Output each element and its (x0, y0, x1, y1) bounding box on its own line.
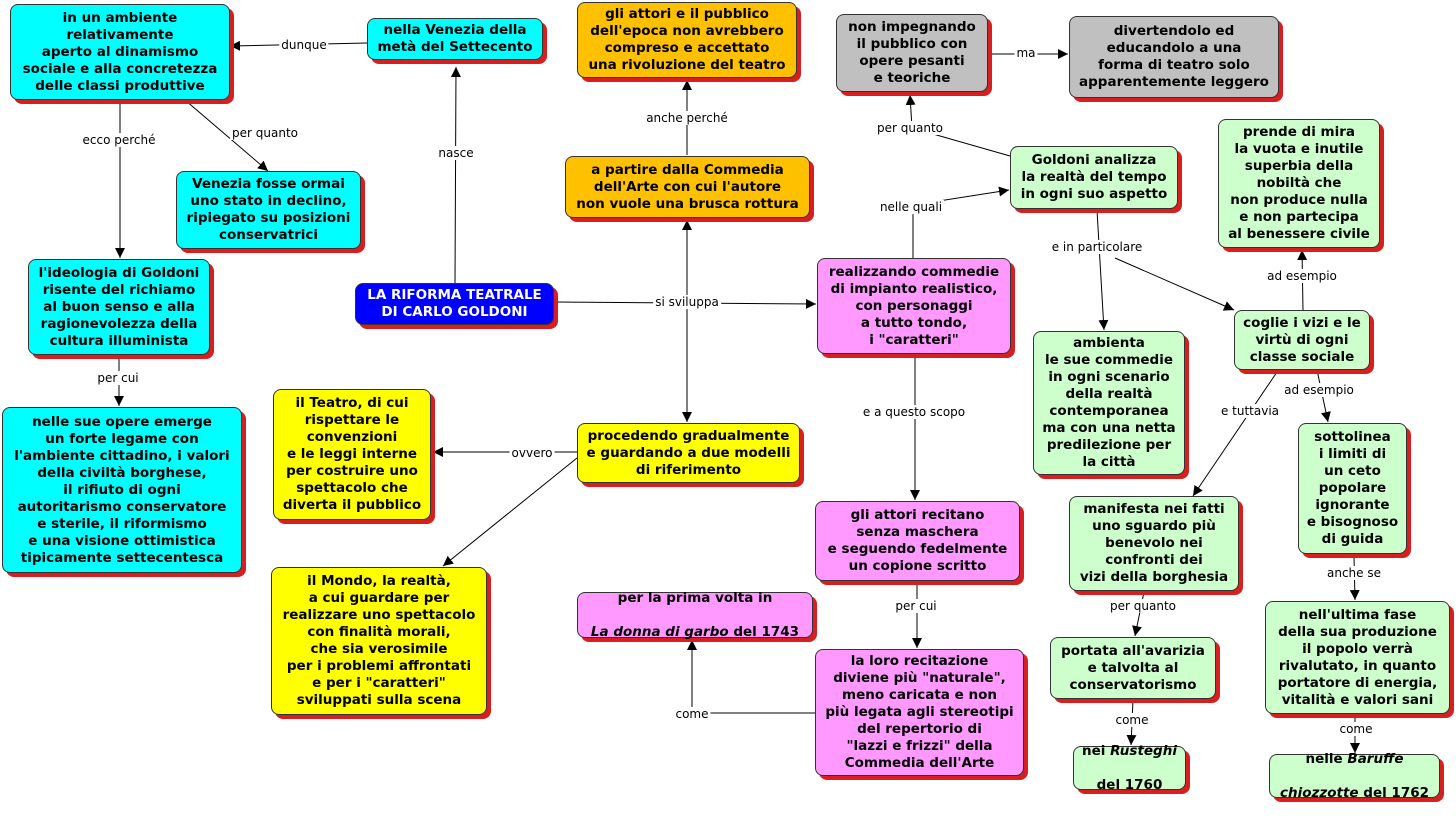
baruffe-title: Baruffe (1347, 750, 1404, 767)
label-nasce: nasce (436, 146, 476, 160)
baruffe-prefix: nelle (1305, 750, 1348, 767)
label-per-cui-1: per cui (95, 371, 141, 385)
node-sottolinea: sottolinea i limiti di un ceto popolare … (1298, 423, 1407, 554)
label-anche-se: anche se (1325, 566, 1383, 580)
donna-garbo-year: del 1743 (728, 623, 800, 640)
label-si-sviluppa: si sviluppa (653, 295, 721, 309)
edge-ovvero-b (442, 457, 578, 567)
donna-garbo-line1: per la prima volta in (617, 589, 773, 606)
label-e-a-questo-scopo: e a questo scopo (860, 405, 968, 419)
node-rusteghi: nei Rusteghi del 1760 (1073, 742, 1186, 793)
node-prende-mira: prende di mira la vuota e inutile superb… (1218, 119, 1380, 248)
node-teatro: il Teatro, di cui rispettare le convenzi… (273, 389, 431, 520)
donna-garbo-title: La donna di garbo (590, 623, 729, 640)
node-ideologia: l'ideologia di Goldoni risente del richi… (28, 259, 210, 355)
edge-per-quanto-1 (184, 99, 269, 172)
label-ma: ma (1014, 46, 1038, 60)
label-nelle-quali: nelle quali (877, 200, 945, 214)
rusteghi-prefix: nei (1082, 742, 1111, 759)
node-nelle-opere: nelle sue opere emerge un forte legame c… (2, 407, 242, 573)
label-come-3: come (1337, 722, 1375, 736)
node-divertendolo: divertendolo ed educandolo a una forma d… (1069, 16, 1279, 98)
rusteghi-year: del 1760 (1096, 776, 1163, 793)
node-attori-pubblico: gli attori e il pubblico dell'epoca non … (577, 2, 797, 78)
node-procedendo: procedendo gradualmente e guardando a du… (577, 423, 800, 483)
node-baruffe: nelle Baruffe chiozzotte del 1762 (1269, 750, 1440, 801)
node-ambienta: ambienta le sue commedie in ogni scenari… (1033, 331, 1185, 475)
node-realizzando: realizzando commedie di impianto realist… (817, 258, 1011, 354)
label-dunque: dunque (279, 38, 329, 52)
label-anche-perche: anche perché (644, 111, 730, 125)
node-attori-recitano: gli attori recitano senza maschera e seg… (815, 501, 1020, 581)
node-ambiente: in un ambiente relativamente aperto al d… (10, 4, 230, 100)
node-riforma-central: LA RIFORMA TEATRALE DI CARLO GOLDONI (355, 283, 554, 325)
node-donna-garbo: per la prima volta in La donna di garbo … (577, 589, 813, 640)
baruffe-year: del 1762 (1358, 784, 1429, 801)
node-ultima-fase: nell'ultima fase della sua produzione il… (1265, 601, 1450, 714)
label-ad-esempio-1: ad esempio (1265, 269, 1339, 283)
label-per-quanto-3: per quanto (1108, 599, 1178, 613)
node-venezia-meta: nella Venezia della metà del Settecento (367, 18, 543, 60)
node-coglie: coglie i vizi e le virtù di ogni classe … (1234, 310, 1370, 370)
edge-e-tuttavia (1192, 371, 1278, 497)
label-ecco-perche: ecco perché (80, 133, 158, 147)
label-per-quanto-2: per quanto (875, 121, 945, 135)
label-come-1: come (673, 707, 711, 721)
node-portata: portata all'avarizia e talvolta al conse… (1050, 637, 1216, 699)
node-manifesta: manifesta nei fatti uno sguardo più bene… (1069, 496, 1239, 591)
edge-e-in-particolare-b (1114, 257, 1235, 311)
label-e-tuttavia: e tuttavia (1218, 404, 1282, 418)
label-come-2: come (1113, 713, 1151, 727)
edge-e-in-particolare-a (1096, 209, 1109, 331)
rusteghi-title: Rusteghi (1110, 742, 1177, 759)
label-per-cui-2: per cui (893, 599, 939, 613)
label-ad-esempio-2: ad esempio (1282, 383, 1356, 397)
node-recitazione: la loro recitazione diviene più "natural… (815, 649, 1024, 776)
label-per-quanto-1: per quanto (230, 126, 300, 140)
node-venezia-declino: Venezia fosse ormai uno stato in declino… (176, 171, 361, 249)
node-mondo: il Mondo, la realtà, a cui guardare per … (271, 567, 487, 715)
node-goldoni-analizza: Goldoni analizza la realtà del tempo in … (1010, 146, 1178, 209)
label-e-in-particolare: e in particolare (1049, 240, 1145, 254)
label-ovvero: ovvero (509, 446, 555, 460)
baruffe-title2: chiozzotte (1280, 784, 1359, 801)
edge-nasce (450, 66, 461, 284)
node-commedia-arte: a partire dalla Commedia dell'Arte con c… (565, 156, 810, 218)
node-non-impegnando: non impegnando il pubblico con opere pes… (836, 14, 988, 92)
